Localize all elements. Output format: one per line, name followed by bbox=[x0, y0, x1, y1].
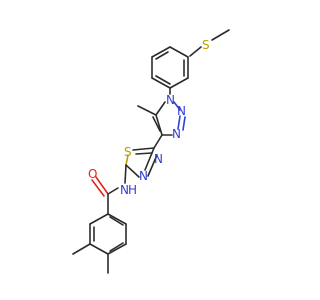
atom-n1-triazole: N bbox=[166, 93, 175, 107]
atom-o-carbonyl: O bbox=[88, 167, 97, 181]
structure-canvas: S N N N S N N O N H bbox=[72, 29, 230, 274]
bond-triazole-thiadiazole bbox=[153, 134, 163, 149]
atom-h-amide: H bbox=[128, 183, 137, 197]
atom-n2-triazole: N bbox=[177, 104, 186, 118]
phenyl-ring-top bbox=[151, 46, 189, 89]
bond-nh-carbonyl bbox=[107, 187, 119, 195]
atom-n-thiadiazole-lower: N bbox=[139, 169, 148, 183]
molecule-drawing: S N N N S N N O N H bbox=[72, 29, 230, 274]
phenyl-ring-bottom bbox=[72, 213, 127, 274]
atom-n3-triazole: N bbox=[172, 127, 181, 141]
bond-carbonyl-o bbox=[95, 176, 109, 195]
atom-n-amide: N bbox=[120, 183, 129, 197]
bond-methyl-s bbox=[211, 29, 230, 41]
bond-thiadiazole-nh bbox=[124, 164, 127, 184]
thiadiazole-ring bbox=[125, 147, 158, 178]
triazole-ring bbox=[137, 101, 186, 136]
atom-s-thiadiazole: S bbox=[124, 145, 132, 159]
bond-s-phenyl bbox=[189, 46, 202, 57]
atom-n-thiadiazole-upper: N bbox=[154, 152, 163, 166]
atom-s-thioether: S bbox=[202, 38, 210, 52]
